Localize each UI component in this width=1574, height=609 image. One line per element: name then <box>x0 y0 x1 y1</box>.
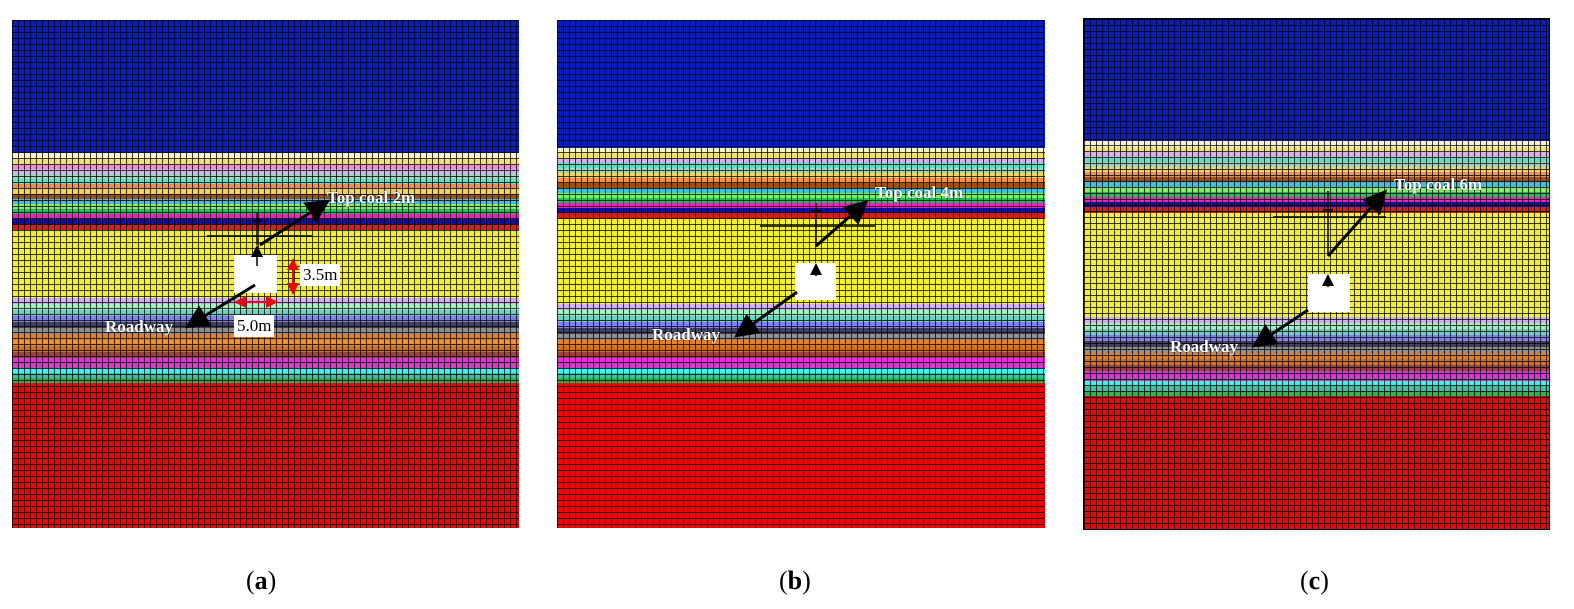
roadway-label: Roadway <box>105 317 174 336</box>
top-coal-label: Top coal 6m <box>1394 175 1483 194</box>
top-coal-label: Top coal 2m <box>327 188 416 207</box>
roadway-arrow <box>184 283 256 329</box>
model-panel-b: Top coal 4m Roadway <box>557 20 1045 528</box>
top-coal-label: Top coal 4m <box>875 183 964 202</box>
roadway-arrow <box>734 290 798 338</box>
annotation-overlay <box>184 199 331 329</box>
roadway-label: Roadway <box>652 325 721 344</box>
top-coal-arrow <box>815 200 869 248</box>
model-panel-a: Top coal 2m Roadway 3.5m 5.0m <box>12 20 519 528</box>
caption-c: (c) <box>1300 566 1329 595</box>
annotation-overlay <box>1252 189 1387 348</box>
height-dimension-label: 3.5m <box>300 264 341 286</box>
annotation-overlay <box>734 200 875 338</box>
roadway-opening <box>1308 274 1350 312</box>
roadway-arrow <box>1252 308 1309 348</box>
roadway-opening <box>234 255 277 293</box>
width-dimension-label: 5.0m <box>234 315 275 337</box>
top-coal-arrow <box>1326 189 1387 257</box>
top-coal-arrow <box>259 199 331 247</box>
roadway-label: Roadway <box>1170 337 1239 356</box>
model-panel-c: Top coal 6m Roadway <box>1083 18 1550 530</box>
caption-b: (b) <box>779 566 811 595</box>
caption-a: (a) <box>246 566 277 595</box>
